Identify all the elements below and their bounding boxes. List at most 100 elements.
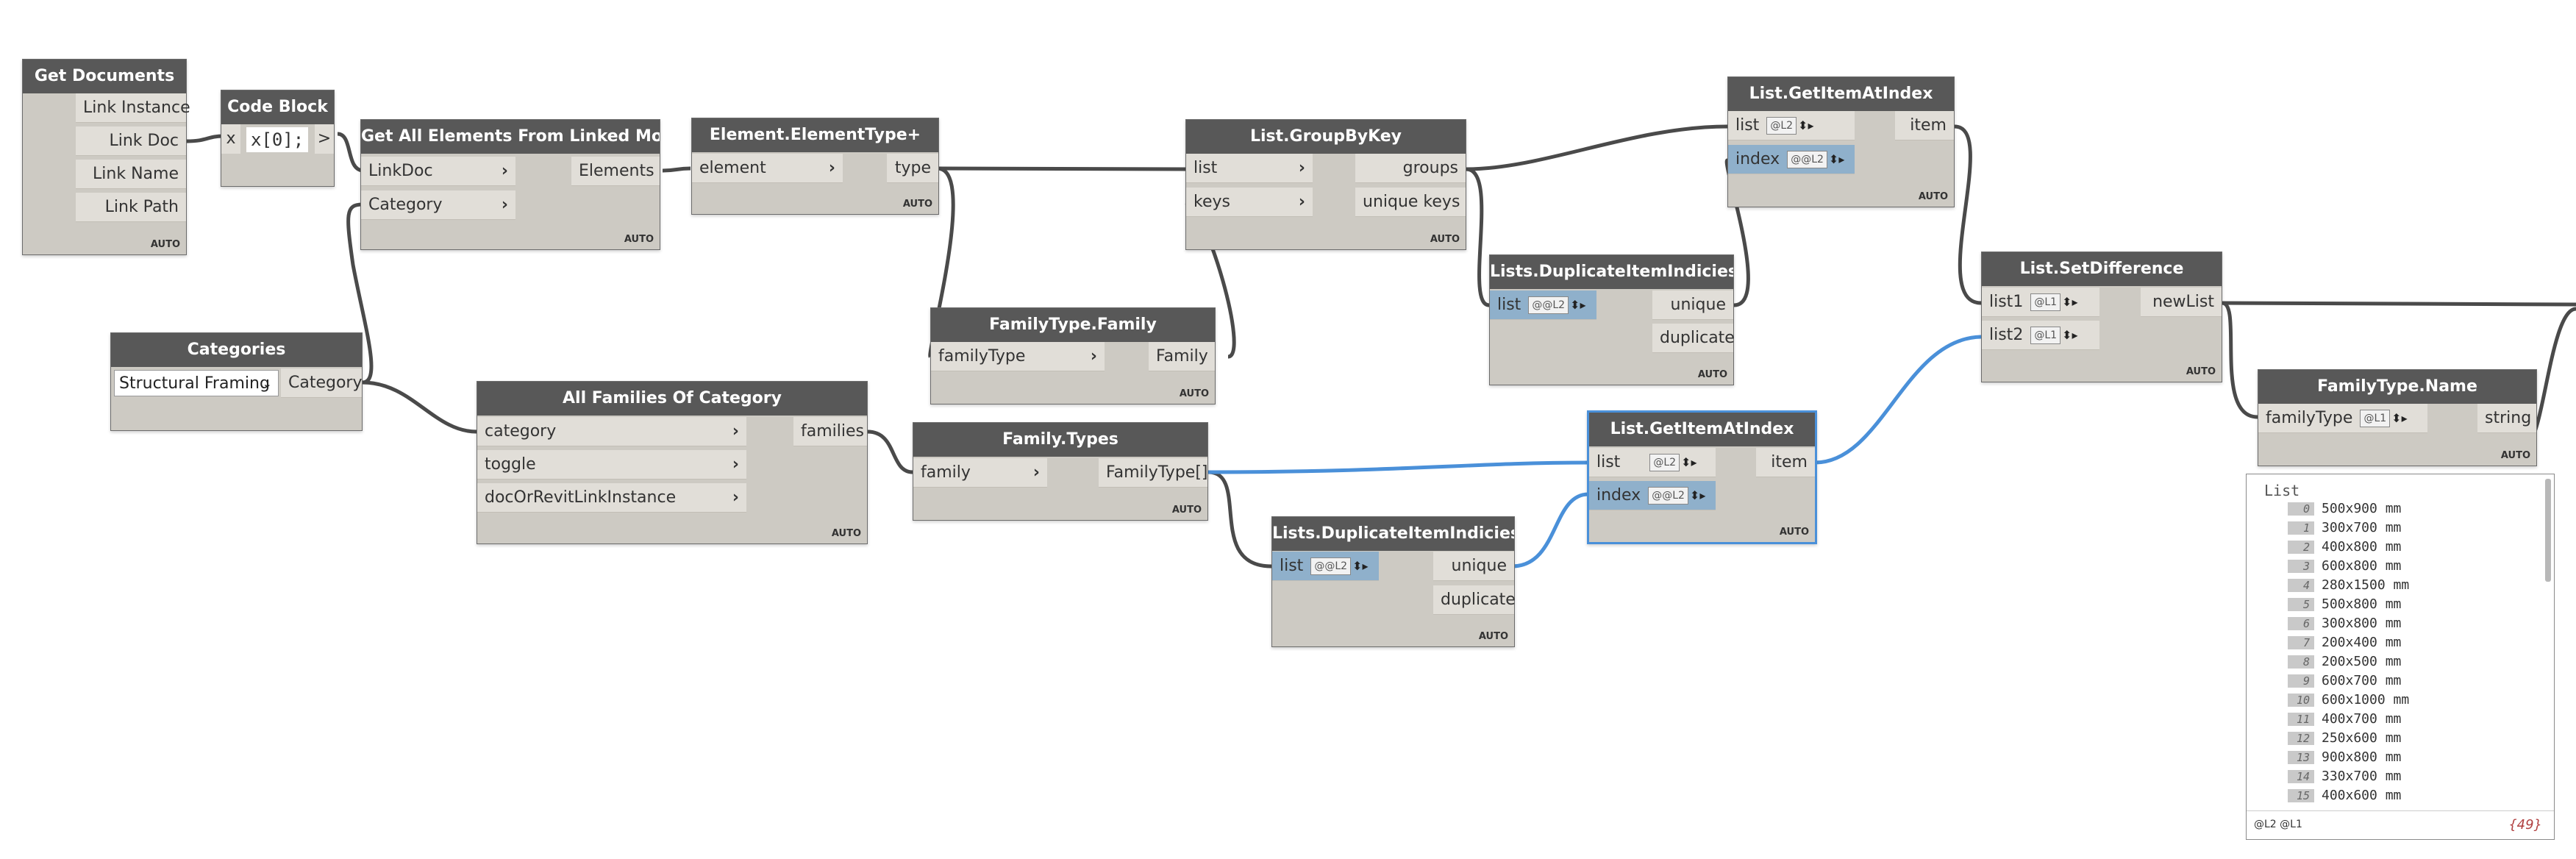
code-output-glyph[interactable]: > (315, 124, 334, 154)
output-port-item[interactable]: item (1895, 111, 1954, 140)
output-port-elements[interactable]: Elements (571, 157, 660, 186)
input-port-list[interactable]: list@L2⬍▸ (1728, 111, 1855, 140)
lacing-selector[interactable]: @L2 (1766, 117, 1797, 135)
node-code-block[interactable]: Code Block x x[0]; > (221, 90, 335, 187)
output-port-string[interactable]: string (2477, 404, 2536, 433)
stepper-icon[interactable]: ⬍▸ (2391, 411, 2408, 425)
lacing-selector[interactable]: @L2 (1649, 454, 1680, 471)
input-port-category[interactable]: Category› (361, 190, 515, 220)
output-port-unique-keys[interactable]: unique keys (1355, 188, 1466, 217)
code-block-editor[interactable]: x[0]; (246, 127, 309, 152)
output-port-item[interactable]: item (1756, 448, 1815, 477)
chevron-down-icon: ⌄ (262, 377, 272, 391)
input-port-linkdoc[interactable]: LinkDoc› (361, 157, 515, 186)
lacing-selector[interactable]: @@L2 (1648, 487, 1688, 505)
input-port-familytype[interactable]: familyType› (931, 342, 1105, 371)
stepper-icon[interactable]: ⬍▸ (1352, 559, 1369, 573)
stepper-icon[interactable]: ⬍▸ (1681, 455, 1697, 469)
item-value: 600x800 mm (2322, 558, 2402, 574)
category-dropdown[interactable]: Structural Framing⌄ (114, 370, 279, 396)
code-input-glyph[interactable]: x (221, 124, 240, 154)
output-port-newlist[interactable]: newList (2141, 288, 2222, 317)
item-value: 400x800 mm (2322, 539, 2402, 555)
run-mode-label: AUTO (1918, 191, 1948, 202)
input-port-list2[interactable]: list2@L1⬍▸ (1982, 321, 2099, 350)
stepper-icon[interactable]: ⬍▸ (1828, 152, 1845, 166)
input-port-toggle[interactable]: toggle› (477, 450, 746, 480)
lacing-selector[interactable]: @@L2 (1310, 557, 1352, 575)
port-label: LinkDoc (368, 162, 433, 180)
node-all-families[interactable]: All Families Of Category category› toggl… (477, 381, 868, 544)
item-index: 1 (2288, 521, 2314, 535)
input-port-doc-or-link[interactable]: docOrRevitLinkInstance› (477, 483, 746, 513)
lacing-selector[interactable]: @L1 (2030, 327, 2061, 344)
port-label: list (1596, 453, 1621, 471)
lacing-selector[interactable]: @L1 (2360, 410, 2391, 427)
input-port-category[interactable]: category› (477, 417, 746, 446)
output-port-type[interactable]: type (887, 154, 938, 183)
output-port-link-path[interactable]: Link Path (76, 193, 186, 222)
node-familytype-family[interactable]: FamilyType.Family familyType› Family AUT… (930, 307, 1216, 404)
input-port-familytype[interactable]: familyType@L1⬍▸ (2258, 404, 2427, 433)
node-set-difference[interactable]: List.SetDifference list1@L1⬍▸ list2@L1⬍▸… (1981, 252, 2222, 382)
port-label: list (1194, 159, 1218, 177)
output-port-link-instance[interactable]: Link Instance (76, 93, 190, 123)
preview-scrollbar[interactable] (2545, 479, 2551, 582)
node-group-by-key[interactable]: List.GroupByKey list› keys› groups uniqu… (1185, 119, 1466, 250)
input-port-list[interactable]: list@@L2⬍▸ (1490, 291, 1596, 320)
node-element-type[interactable]: Element.ElementType+ element› type AUTO (691, 118, 939, 215)
node-categories[interactable]: Categories Structural Framing⌄ Category (110, 332, 363, 431)
node-family-types[interactable]: Family.Types family› FamilyType[] AUTO (913, 422, 1208, 521)
input-port-index[interactable]: index@@L2⬍▸ (1589, 481, 1716, 510)
node-title: Family.Types (913, 423, 1207, 457)
input-port-list[interactable]: list› (1186, 154, 1313, 183)
input-port-index[interactable]: index@@L2⬍▸ (1728, 145, 1855, 174)
input-port-keys[interactable]: keys› (1186, 188, 1313, 217)
item-value: 600x700 mm (2322, 673, 2402, 688)
stepper-icon[interactable]: ⬍▸ (1798, 118, 1814, 132)
node-familytype-name[interactable]: FamilyType.Name familyType@L1⬍▸ string A… (2258, 369, 2537, 466)
node-get-item-at-index-bottom[interactable]: List.GetItemAtIndex list@L2⬍▸ index@@L2⬍… (1587, 410, 1817, 544)
output-port-families[interactable]: families (793, 417, 867, 446)
stepper-icon[interactable]: ⬍▸ (2062, 295, 2078, 309)
output-port-unique[interactable]: unique (1652, 291, 1733, 320)
output-port-link-name[interactable]: Link Name (76, 160, 186, 189)
output-port-duplicate[interactable]: duplicate (1433, 585, 1516, 615)
wire-category-to-allfamilies (362, 380, 477, 434)
node-title: List.GetItemAtIndex (1728, 77, 1954, 111)
node-get-all-elements[interactable]: Get All Elements From Linked Model LinkD… (360, 119, 660, 250)
node-duplicate-indicies-bottom[interactable]: Lists.DuplicateItemIndicies list@@L2⬍▸ u… (1271, 516, 1516, 647)
output-port-familytype-array[interactable]: FamilyType[] (1099, 458, 1208, 488)
output-port-link-doc[interactable]: Link Doc (76, 126, 186, 156)
stepper-icon[interactable]: ⬍▸ (1570, 298, 1586, 312)
lacing-selector[interactable]: @@L2 (1528, 296, 1569, 314)
node-get-item-at-index-top[interactable]: List.GetItemAtIndex list@L2⬍▸ index@@L2⬍… (1727, 76, 1955, 207)
item-value: 500x900 mm (2322, 501, 2402, 516)
dropdown-value: Structural Framing (119, 374, 270, 393)
input-port-list[interactable]: list @L2⬍▸ (1589, 448, 1716, 477)
stepper-icon[interactable]: ⬍▸ (2062, 328, 2078, 342)
chevron-right-icon: › (501, 196, 508, 214)
lacing-selector[interactable]: @@L2 (1787, 151, 1827, 168)
lacing-selector[interactable]: @L1 (2030, 293, 2061, 311)
output-port-duplicate[interactable]: duplicate (1652, 324, 1735, 353)
node-duplicate-indicies-top[interactable]: Lists.DuplicateItemIndicies list@@L2⬍▸ u… (1489, 254, 1735, 385)
port-label: keys (1194, 193, 1230, 211)
output-port-family[interactable]: Family (1149, 342, 1215, 371)
input-port-element[interactable]: element› (692, 154, 843, 183)
output-port-unique[interactable]: unique (1433, 552, 1514, 581)
input-port-family[interactable]: family› (913, 458, 1047, 488)
stepper-icon[interactable]: ⬍▸ (1689, 488, 1706, 502)
item-index: 11 (2288, 713, 2314, 726)
input-port-list[interactable]: list@@L2⬍▸ (1272, 552, 1379, 581)
output-port-category[interactable]: Category (281, 368, 363, 398)
output-port-groups[interactable]: groups (1355, 154, 1466, 183)
input-port-list1[interactable]: list1@L1⬍▸ (1982, 288, 2099, 317)
item-index: 15 (2288, 789, 2314, 802)
node-get-documents[interactable]: Get Documents Link Instance Link Doc Lin… (22, 59, 190, 255)
